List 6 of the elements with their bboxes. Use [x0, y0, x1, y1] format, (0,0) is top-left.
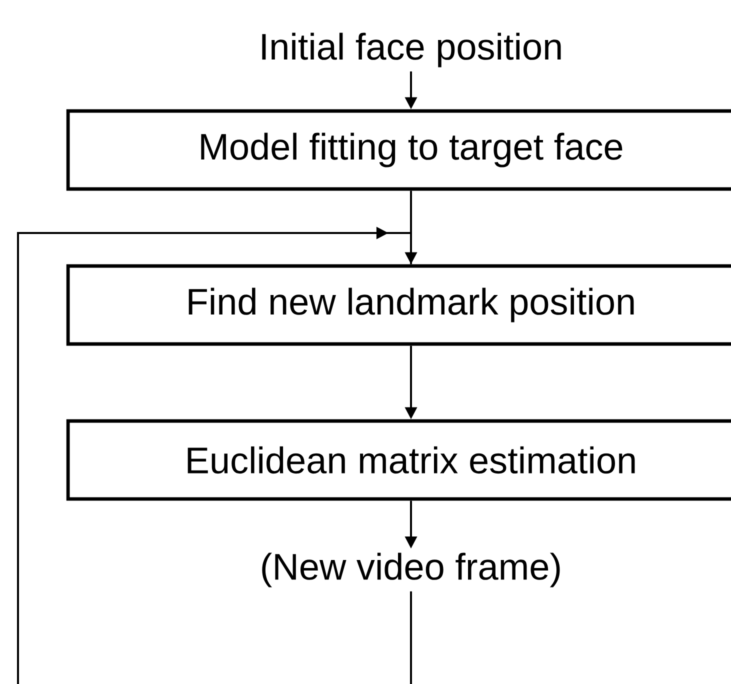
process-box: Model fitting to target face: [66, 109, 731, 191]
process-box: Find new landmark position: [66, 264, 731, 346]
process-box: Euclidean matrix estimation: [66, 419, 731, 501]
loop-arrow: [17, 226, 412, 684]
label-text: Initial face position: [262, 32, 561, 68]
label-text: (New video frame): [262, 552, 560, 588]
